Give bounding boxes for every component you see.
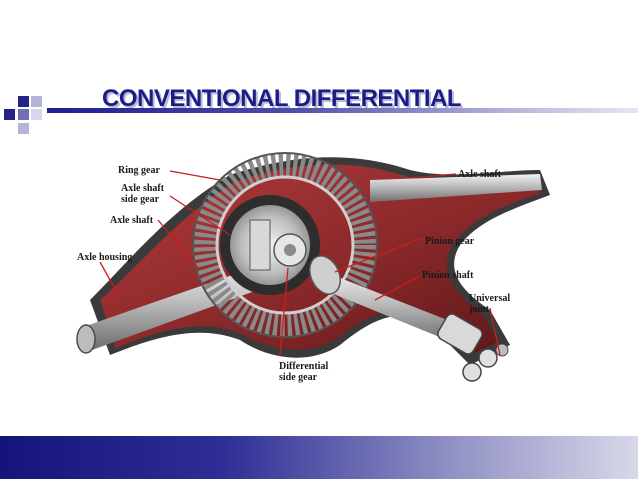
footer-bar [0, 436, 638, 479]
label-universal-joint: Universal joint [469, 293, 510, 315]
label-axle-shaft-right: Axle shaft [458, 169, 501, 180]
label-axle-shaft-left: Axle shaft [110, 215, 153, 226]
label-pinion-gear: Pinion gear [425, 236, 474, 247]
label-differential-side-gear-line2: side gear [279, 372, 328, 383]
label-axle-shaft-side-gear: Axle shaft side gear [121, 183, 164, 205]
label-universal-joint-line2: joint [469, 304, 510, 315]
label-differential-side-gear-line1: Differential [279, 361, 328, 372]
label-differential-side-gear: Differential side gear [279, 361, 328, 383]
label-axle-housing: Axle housing [77, 252, 132, 263]
label-pinion-shaft: Pinion shaft [422, 270, 473, 281]
label-axle-shaft-side-gear-line2: side gear [121, 194, 164, 205]
label-axle-shaft-side-gear-line1: Axle shaft [121, 183, 164, 194]
label-universal-joint-line1: Universal [469, 293, 510, 304]
left-axle-end [77, 325, 95, 353]
corner-decoration [0, 0, 60, 140]
title-underline [47, 108, 638, 113]
label-ring-gear: Ring gear [118, 165, 160, 176]
